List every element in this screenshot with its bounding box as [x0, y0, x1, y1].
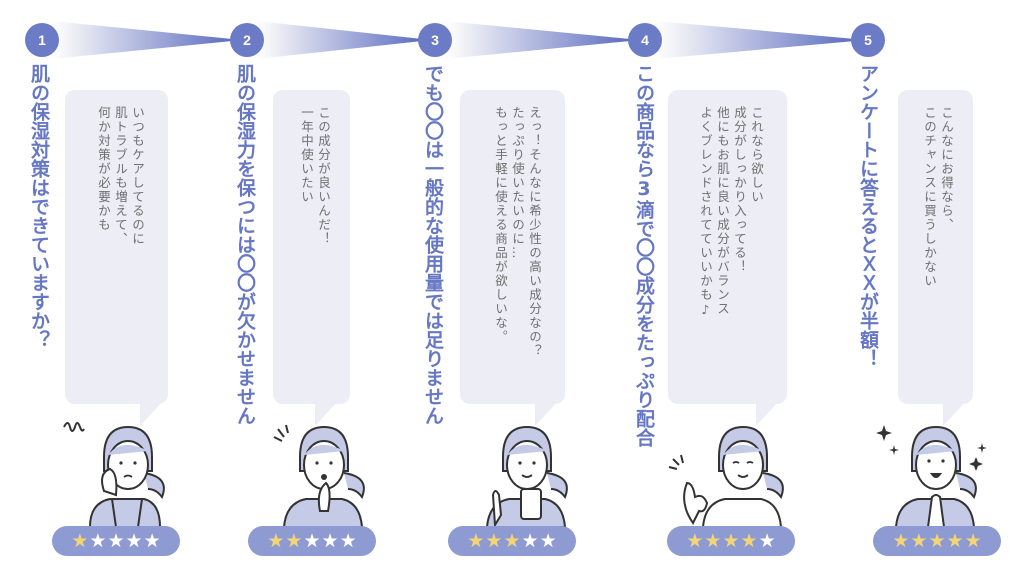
speech-bubble-2: この成分が良いんだ！ 一年中使いたい — [273, 90, 350, 426]
sparkle-lines-icon — [668, 454, 684, 470]
sparkle-icon — [876, 425, 987, 471]
star-empty-icon: ★ — [125, 529, 143, 552]
star-empty-icon: ★ — [321, 529, 339, 552]
star-filled-icon: ★ — [71, 529, 89, 552]
speech-bubble-1: いつもケアしてるのに 肌トラブルも増えて、 何か対策が必要かも — [65, 90, 168, 426]
star-filled-icon: ★ — [485, 529, 503, 552]
phone-woman-illustration — [485, 425, 568, 529]
connector-arrow-3-4 — [435, 20, 630, 60]
star-filled-icon: ★ — [928, 529, 946, 552]
speech-bubble-4: これなら欲しい 成分がしっかり入ってる！ 他にもお肌に良い成分がバランス よくブ… — [668, 90, 787, 426]
star-filled-icon: ★ — [686, 529, 704, 552]
surprised-woman-illustration — [273, 424, 365, 528]
bubble-tail — [140, 402, 162, 426]
bubble-text-2: この成分が良いんだ！ 一年中使いたい — [299, 106, 331, 246]
smartphone-icon — [520, 488, 542, 520]
bubble-tail — [943, 402, 965, 426]
star-filled-icon: ★ — [946, 529, 964, 552]
star-filled-icon: ★ — [740, 529, 758, 552]
bubble-tail — [315, 402, 337, 426]
star-filled-icon: ★ — [285, 529, 303, 552]
connector-arrow-2-3 — [247, 20, 422, 60]
step-number-5: 5 — [851, 23, 885, 57]
worried-woman-illustration — [63, 422, 165, 528]
rating-4: ★ ★ ★ ★ ★ — [667, 526, 795, 556]
bubble-tail — [756, 402, 778, 426]
delighted-woman-illustration — [876, 425, 987, 528]
star-empty-icon: ★ — [143, 529, 161, 552]
speech-bubble-5: こんなにお得なら、 このチャンスに買うしかない — [898, 90, 973, 426]
step-title-5: アンケートに答えるとＸＸが半額！ — [857, 64, 879, 368]
bubble-text-1: いつもケアしてるのに 肌トラブルも増えて、 何か対策が必要かも — [96, 106, 145, 246]
star-filled-icon: ★ — [267, 529, 285, 552]
bubble-tail — [535, 402, 557, 426]
star-empty-icon: ★ — [107, 529, 125, 552]
ok-sign-woman-illustration — [668, 425, 784, 528]
star-filled-icon: ★ — [704, 529, 722, 552]
star-filled-icon: ★ — [722, 529, 740, 552]
rating-3: ★ ★ ★ ★ ★ — [448, 526, 576, 556]
star-empty-icon: ★ — [303, 529, 321, 552]
star-empty-icon: ★ — [339, 529, 357, 552]
step-title-4: この商品なら3滴で〇〇成分をたっぷり配合 — [633, 64, 655, 447]
step-title-2: 肌の保湿力を保つには〇〇が欠かせません — [234, 64, 256, 425]
star-empty-icon: ★ — [521, 529, 539, 552]
star-empty-icon: ★ — [758, 529, 776, 552]
step-number-3: 3 — [418, 23, 452, 57]
connector-arrow-4-5 — [645, 20, 855, 60]
worried-squiggle-icon — [63, 422, 85, 432]
rating-2: ★ ★ ★ ★ ★ — [248, 526, 376, 556]
star-filled-icon: ★ — [467, 529, 485, 552]
rating-1: ★ ★ ★ ★ ★ — [52, 526, 180, 556]
star-filled-icon: ★ — [910, 529, 928, 552]
star-filled-icon: ★ — [892, 529, 910, 552]
star-filled-icon: ★ — [964, 529, 982, 552]
bubble-text-3: えっ！そんなに希少性の高い成分なの？ たっぷり使いたいのに… もっと手軽に使える… — [493, 106, 542, 358]
step-title-3: でも〇〇は一般的な使用量では足りません — [422, 64, 444, 425]
step-number-1: 1 — [25, 23, 59, 57]
star-filled-icon: ★ — [503, 529, 521, 552]
step-number-4: 4 — [628, 23, 662, 57]
rating-5: ★ ★ ★ ★ ★ — [873, 526, 1001, 556]
star-empty-icon: ★ — [539, 529, 557, 552]
surprise-lines-icon — [273, 424, 289, 442]
speech-bubble-3: えっ！そんなに希少性の高い成分なの？ たっぷり使いたいのに… もっと手軽に使える… — [460, 90, 565, 426]
connector-arrow-1-2 — [42, 20, 232, 60]
bubble-text-5: こんなにお得なら、 このチャンスに買うしかない — [922, 106, 954, 288]
step-title-1: 肌の保湿対策はできていますか？ — [28, 64, 50, 349]
star-empty-icon: ★ — [89, 529, 107, 552]
step-number-2: 2 — [230, 23, 264, 57]
bubble-text-4: これなら欲しい 成分がしっかり入ってる！ 他にもお肌に良い成分がバランス よくブ… — [698, 106, 764, 319]
